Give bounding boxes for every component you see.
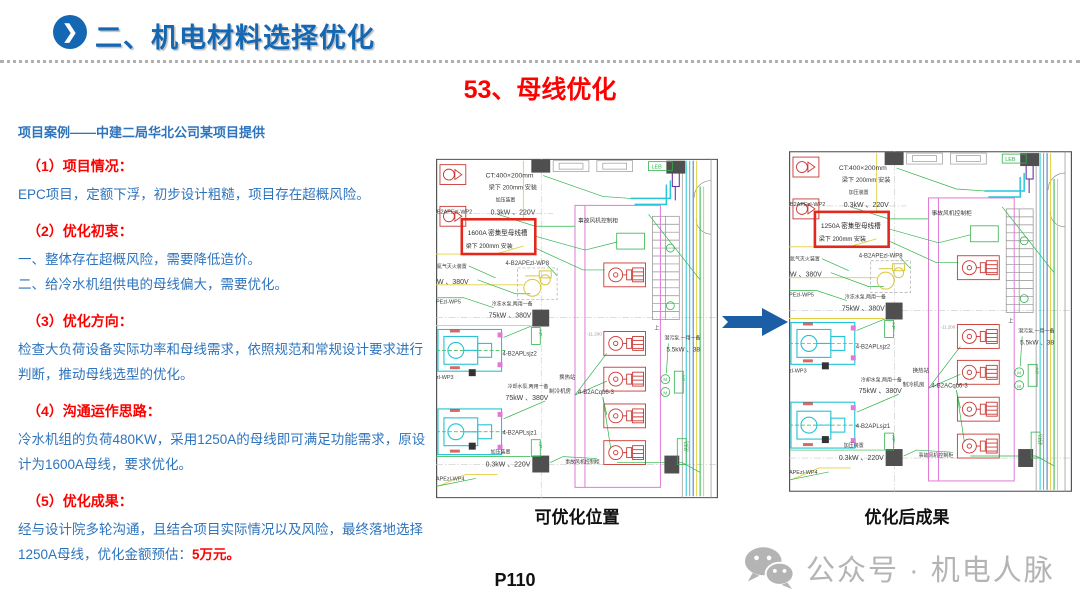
case-s1-body: EPC项目，定额下浮，初步设计粗糙，项目存在超概风险。 <box>18 187 370 202</box>
page-number: P110 <box>494 570 536 590</box>
watermark-text: 公众号 · 机电人脉 <box>806 555 1055 587</box>
case-s5-body: 经与设计院多轮沟通，且结合项目实际情况以及风险，最终落地选择1250A母线，优化… <box>18 518 432 568</box>
case-s5-heading: （5）优化成果： <box>27 492 133 509</box>
slide-title: 53、母线优化 <box>463 76 617 104</box>
case-description: 项目案例——中建二局华北公司某项目提供 （1）项目情况： EPC项目，定额下浮，… <box>18 122 432 568</box>
case-s2-line1: 一、整体存在超概风险，需要降低造价。 <box>18 251 261 267</box>
busbar-highlight-line2: 梁下 200mm 安装 <box>466 242 513 250</box>
section-title: 二、机电材料选择优化 <box>95 23 375 53</box>
caption-before: 可优化位置 <box>534 508 620 527</box>
cad-plan-after: 1250A 密集型母线槽 梁下 200mm 安装 <box>789 151 1072 492</box>
case-s4-heading: （4）沟通运作思路： <box>27 402 161 419</box>
case-s1-heading: （1）项目情况： <box>27 158 133 174</box>
busbar-highlight-line2: 梁下 200mm 安装 <box>819 235 866 243</box>
chevron-right-icon: ❯ <box>53 15 87 49</box>
watermark: 公众号 · 机电人脉 <box>744 546 1055 590</box>
case-s3-heading: （3）优化方向： <box>27 312 133 329</box>
busbar-highlight-line1: 1600A 密集型母线槽 <box>468 228 528 237</box>
caption-after: 优化后成果 <box>864 508 950 527</box>
case-s5-highlight: 5万元。 <box>192 546 241 562</box>
case-s4-body: 冷水机组的负荷480KW，采用1250A的母线即可满足功能需求，原设计为1600… <box>18 431 426 472</box>
transform-arrow <box>722 308 788 336</box>
case-s2-line2: 二、给冷水机组供电的母线偏大，需要优化。 <box>18 276 288 292</box>
case-s5-text: 经与设计院多轮沟通，且结合项目实际情况以及风险，最终落地选择1250A母线，优化… <box>18 521 423 562</box>
busbar-highlight-line1: 1250A 密集型母线槽 <box>821 221 881 230</box>
case-source: 项目案例——中建二局华北公司某项目提供 <box>18 125 266 140</box>
case-s2-heading: （2）优化初衷： <box>27 222 133 239</box>
case-s3-body: 检查大负荷设备实际功率和母线需求，依照规范和常规设计要求进行判断，推动母线选型的… <box>18 341 423 382</box>
cad-plan-before: 1600A 密集型母线槽 梁下 200mm 安装 <box>436 158 718 499</box>
wechat-icon <box>744 547 795 590</box>
dotted-divider <box>0 60 1080 63</box>
